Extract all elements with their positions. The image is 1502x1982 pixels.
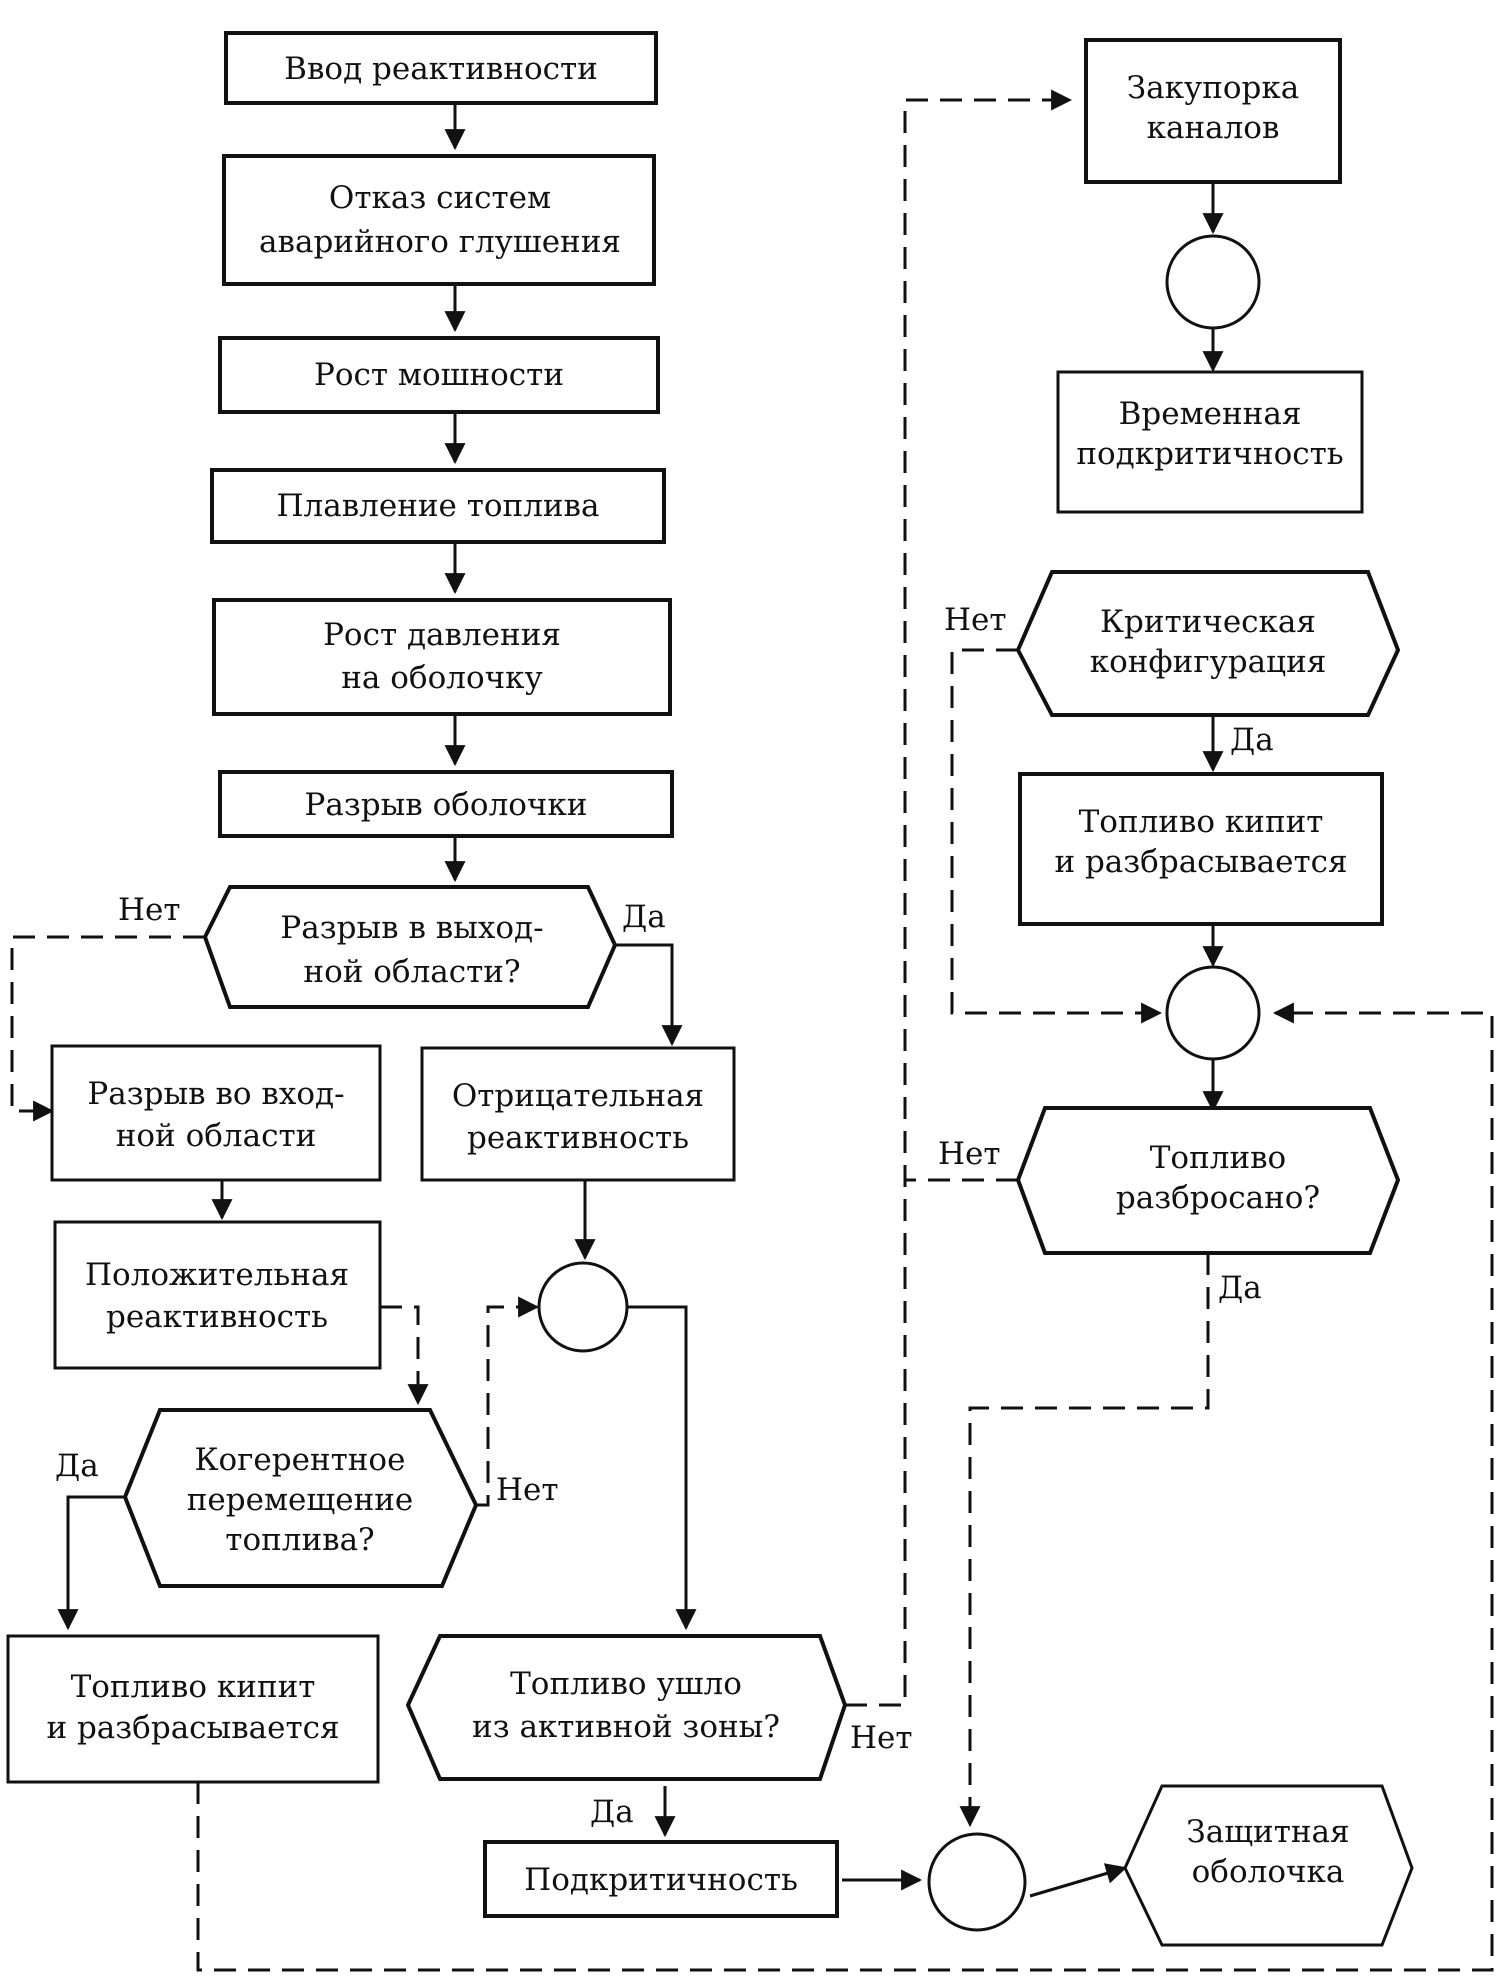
label-no-krit: Нет [944,602,1007,638]
node-razbrosano: Топливо разбросано? [1015,1106,1401,1255]
node-razryv-vhod: Разрыв во вход- ной области [50,1044,382,1182]
node-final-junction [927,1832,1027,1932]
polozhitelnaya-text-2: реактивность [106,1299,328,1335]
vvod-text: Ввод реактивности [284,51,598,87]
label-yes-vyhod: Да [622,899,666,935]
node-plavlenie: Плавление топлива [210,468,666,544]
kipit-left-text-1: Топливо кипит [71,1669,316,1705]
kipit-right-text-2: и разбрасывается [1054,844,1347,880]
label-no-razbros: Нет [938,1136,1001,1172]
razryv-vyhod-text-1: Разрыв в выход- [280,910,543,946]
flow-edges [10,89,1494,1972]
vremennaya-text-2: подкритичность [1076,436,1343,472]
kipit-right-text-1: Топливо кипит [1079,804,1324,840]
razryv-vhod-text-2: ной области [116,1118,317,1154]
node-kipit-right: Топливо кипит и разбрасывается [1018,772,1384,926]
kriticheskaya-text-1: Критическая [1100,604,1316,640]
node-otkaz: Отказ систем аварийного глушения [222,154,656,286]
label-yes-kog: Да [55,1448,99,1484]
podkrit-text: Подкритичность [524,1862,798,1898]
node-vremennaya: Временная подкритичность [1056,370,1364,514]
node-davlenie: Рост давления на оболочку [212,598,672,716]
label-yes-ushlo: Да [590,1794,634,1830]
edge-krit-circle [950,648,1163,1024]
edge-circle-zashch [1029,1863,1128,1898]
label-no-vyhod: Нет [118,892,181,928]
node-podkrit: Подкритичность [483,1840,839,1918]
node-razryv-obolochki: Разрыв оболочки [218,770,674,838]
kogerentnoe-text-1: Когерентное [195,1442,406,1478]
otkaz-text-2: аварийного глушения [259,224,621,260]
node-zakuporka-junction [1165,234,1261,330]
node-rost-moshnosti: Рост мошности [218,336,660,414]
edge-circle-ushlo [627,1305,697,1631]
edge-kog-kipit [57,1495,125,1631]
node-razryv-vyhod: Разрыв в выход- ной области? [202,885,618,1009]
node-kipit-left: Топливо кипит и разбрасывается [6,1634,380,1784]
node-otricatelnaya: Отрицательная реактивность [420,1046,736,1182]
label-yes-razbros: Да [1218,1270,1262,1306]
kriticheskaya-text-2: конфигурация [1090,644,1327,680]
node-polozhitelnaya: Положительная реактивность [53,1220,382,1370]
label-yes-krit: Да [1230,722,1274,758]
node-coherent-junction [537,1261,629,1353]
rost-moshnosti-text: Рост мошности [314,357,564,393]
otkaz-text-1: Отказ систем [329,180,551,216]
node-zashch: Защитная оболочка [1123,1784,1414,1947]
node-right-junction [1165,965,1261,1061]
edge-vyhod-otr [615,943,683,1047]
polozhitelnaya-text-1: Положительная [85,1257,349,1293]
ushlo-text-1: Топливо ушло [510,1666,742,1702]
razryv-obolochki-text: Разрыв оболочки [305,787,588,823]
node-kogerentnoe: Когерентное перемещение топлива? [122,1408,479,1588]
zakuporka-text-2: каналов [1147,110,1280,146]
edge-vyhod-vhod [10,935,205,1122]
kogerentnoe-text-2: перемещение [187,1482,414,1518]
edge-kipit-left-loop [196,1002,1494,1972]
edge-kog-circle [476,1296,540,1507]
razbrosano-text-2: разбросано? [1116,1180,1320,1216]
edge-pol-kog [380,1305,429,1406]
edge-ushlo-zakup [845,89,1073,1707]
edge-razbros-circle [959,1253,1210,1828]
vremennaya-text-1: Временная [1119,396,1302,432]
label-no-kog: Нет [496,1472,559,1508]
label-no-ushlo: Нет [850,1720,913,1756]
node-vvod: Ввод реактивности [224,31,658,105]
zakuporka-text-1: Закупорка [1127,70,1299,106]
zashch-text-1: Защитная [1186,1814,1349,1850]
razryv-vyhod-text-2: ной области? [303,954,520,990]
davlenie-text-2: на оболочку [341,660,542,696]
davlenie-text-1: Рост давления [323,617,561,653]
kipit-left-text-2: и разбрасывается [46,1710,339,1746]
ushlo-text-2: из активной зоны? [472,1709,780,1745]
plavlenie-text: Плавление топлива [277,488,600,524]
otricatelnaya-text-1: Отрицательная [452,1078,704,1114]
edge-labels: Нет Да Да Нет Нет Да Нет Да Нет Да [55,602,1274,1830]
razryv-vhod-text-1: Разрыв во вход- [87,1076,344,1112]
node-kriticheskaya: Критическая конфигурация [1015,570,1401,717]
otricatelnaya-text-2: реактивность [467,1120,689,1156]
node-ushlo: Топливо ушло из активной зоны? [405,1634,848,1781]
zashch-text-2: оболочка [1192,1854,1345,1890]
razbrosano-text-1: Топливо [1150,1140,1286,1176]
node-zakuporka: Закупорка каналов [1084,38,1342,184]
kogerentnoe-text-3: топлива? [225,1522,374,1558]
